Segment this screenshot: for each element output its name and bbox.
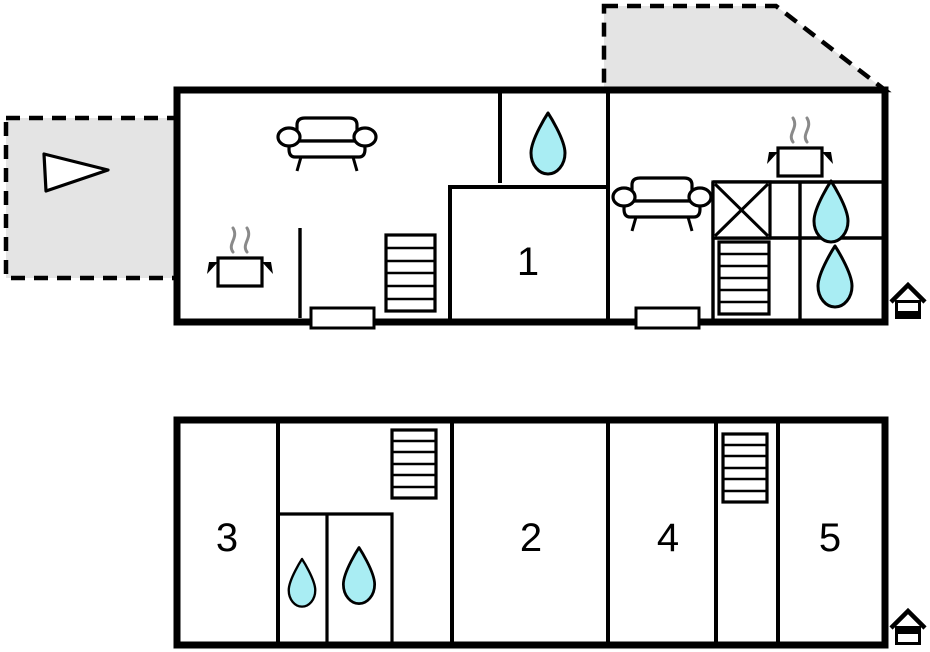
room-number-3: 3 (216, 516, 238, 560)
room-number-5: 5 (819, 516, 841, 560)
terrace-left (3, 115, 180, 281)
stairs-icon (390, 428, 438, 500)
stairs-icon (384, 233, 437, 313)
lower-interior-walls (276, 423, 780, 642)
terrace-top-right (601, 3, 892, 93)
upper-floor-plan: 1 (3, 3, 925, 330)
washer-icon (711, 180, 772, 240)
room-number-1: 1 (517, 240, 539, 284)
window-opening (634, 306, 701, 330)
compass-house-icon (891, 285, 925, 319)
upper-openings (309, 306, 701, 330)
upper-building-outline (173, 86, 889, 326)
room-number-4: 4 (657, 516, 679, 560)
compass-house-icon (891, 611, 925, 645)
stairs-icon (717, 240, 771, 316)
direction-triangle-icon (42, 152, 110, 193)
window-opening (309, 306, 376, 330)
stairs-icon (721, 432, 769, 504)
lower-floor-plan: 3 2 4 5 (173, 416, 925, 649)
room-number-2: 2 (520, 516, 542, 560)
